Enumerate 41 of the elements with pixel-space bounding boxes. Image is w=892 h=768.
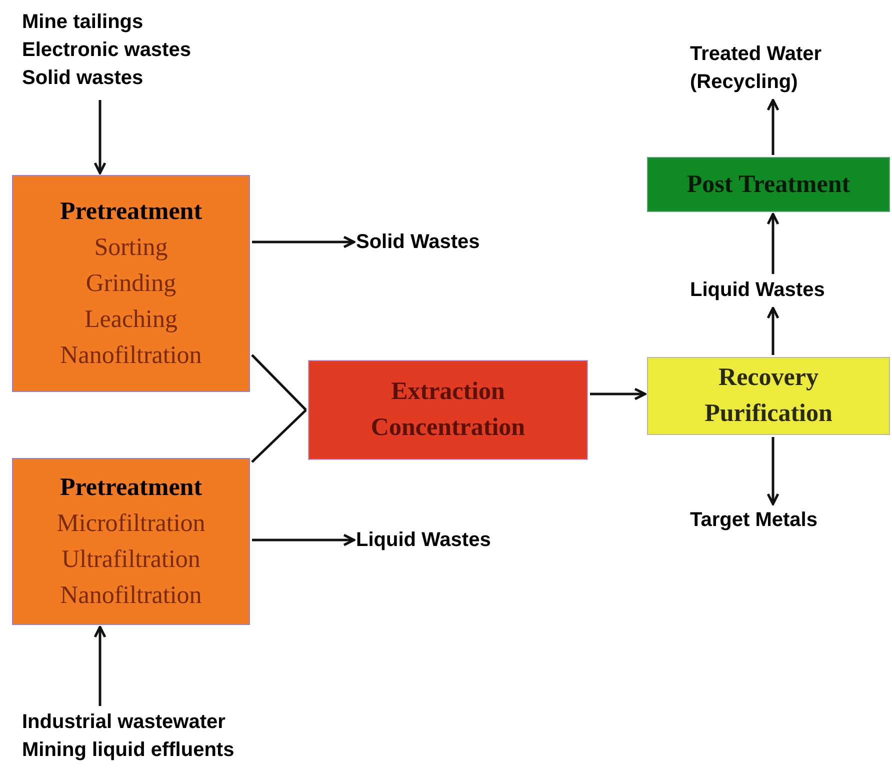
process-box	[647, 157, 890, 212]
box-text: Extraction	[391, 377, 505, 407]
box-text: Ultrafiltration	[62, 544, 200, 574]
box-heading: Pretreatment	[60, 196, 202, 226]
process-box	[12, 175, 250, 392]
connector-line	[251, 409, 307, 463]
flow-label: Electronic wastes	[22, 38, 192, 63]
flow-label: Solid wastes	[22, 66, 144, 91]
arrow	[766, 212, 780, 274]
process-box	[647, 357, 890, 435]
flow-label: Target Metals	[690, 508, 818, 533]
process-box	[12, 458, 250, 625]
flow-label: Mine tailings	[22, 10, 144, 35]
arrow	[94, 100, 106, 174]
box-text: Nanofiltration	[60, 580, 202, 610]
box-text: Leaching	[84, 304, 178, 334]
arrow	[252, 236, 356, 248]
arrow	[94, 626, 106, 706]
box-text: Purification	[704, 399, 832, 429]
flow-label: Industrial wastewater	[22, 710, 226, 735]
flow-label: Solid Wastes	[356, 230, 481, 255]
box-text: Post Treatment	[686, 170, 850, 200]
flow-label: Liquid Wastes	[356, 528, 492, 553]
connector-line	[251, 354, 307, 411]
box-text: Microfiltration	[56, 508, 206, 538]
arrow	[590, 388, 646, 400]
flow-label: Mining liquid effluents	[22, 738, 236, 763]
box-text: Grinding	[86, 268, 176, 298]
arrow	[766, 437, 780, 506]
box-text: Recovery	[718, 363, 818, 393]
arrow	[766, 306, 780, 355]
flow-label: (Recycling)	[690, 70, 799, 95]
box-text: Sorting	[94, 232, 168, 262]
box-text: Concentration	[370, 413, 526, 443]
flow-label: Treated Water	[690, 42, 823, 67]
process-box	[308, 360, 588, 460]
arrow	[766, 98, 780, 155]
arrow	[252, 534, 356, 546]
box-heading: Pretreatment	[60, 472, 202, 502]
flow-label: Liquid Wastes	[690, 278, 826, 303]
box-text: Nanofiltration	[60, 340, 202, 370]
